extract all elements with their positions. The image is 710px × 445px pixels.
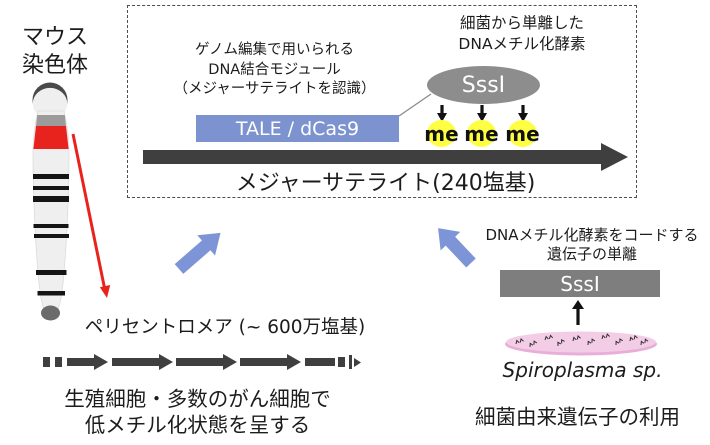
gene-isolation-line1: DNAメチル化酵素をコードする [485,226,699,244]
binding-module-line1: ゲノム編集で用いられる [194,42,355,58]
gene-up-arrow [572,300,584,325]
bacterial-enzyme-note: 細菌から単離した DNAメチル化酵素 [432,13,612,55]
centromere-band [36,115,66,126]
chromosome-tip-cap [41,305,60,321]
main-construct-box [127,5,637,198]
mouse-chromosome-ideogram [32,82,70,321]
pericentromere-label: ペリセントロメア (~ 600万塩基) [84,317,366,338]
gene-isolation-line2: 遺伝子の単離 [546,244,637,263]
binding-module-note: ゲノム編集で用いられる DNA結合モジュール （メジャーサテライトを認識） [167,41,382,100]
tale-dcas9-box: TALE / dCas9 [196,115,399,142]
blue-arrow-left [174,232,221,274]
methyl-mark-2: me [464,120,499,147]
spiroplasma-ellipse [505,331,657,356]
pericentromere-red-band [33,126,69,149]
repeat-unit-row [43,354,361,370]
chromosome-title: マウス 染色体 [7,24,103,80]
chromosome-title-line2: 染色体 [21,53,88,78]
tale-dcas9-label: TALE / dCas9 [235,117,360,140]
sssi-enzyme-label: SssI [461,72,506,98]
bacterial-enzyme-line2: DNAメチル化酵素 [458,35,586,53]
binding-module-line3: （メジャーサテライトを認識） [173,81,376,97]
sssi-connector-line [398,93,432,117]
chromosome-title-line1: マウス [21,25,88,50]
hypomethylation-caption-line1: 生殖細胞・多数のがん細胞で [64,387,331,411]
methyl-mark-1-label: me [424,121,459,146]
red-pointer-arrow [71,133,111,298]
hypomethylation-caption: 生殖細胞・多数のがん細胞で 低メチル化状態を呈する [25,386,370,438]
bacterial-enzyme-line1: 細菌から単離した [459,14,584,32]
methylation-down-arrows [437,105,528,122]
bacterial-gene-caption: 細菌由来遺伝子の利用 [475,405,680,429]
binding-module-line2: DNA結合モジュール [208,61,341,78]
major-satellite-label: メジャーサテライト(240塩基) [235,171,536,196]
blue-arrow-right [438,228,476,268]
sssi-gene-label: SssI [560,271,600,296]
methyl-mark-2-label: me [464,121,499,146]
methyl-mark-3-label: me [505,121,540,146]
gene-isolation-note: DNAメチル化酵素をコードする 遺伝子の単離 [472,226,710,263]
hypomethylation-caption-line2: 低メチル化状態を呈する [84,413,311,437]
spiroplasma-cells [515,333,649,348]
species-label: Spiroplasma sp. [502,358,663,382]
chromosome-bands [33,174,69,296]
sssi-gene-box: SssI [500,270,660,297]
sssi-enzyme-ellipse: SssI [427,66,540,104]
methyl-mark-1: me [424,120,459,147]
major-satellite-arrow [143,143,628,171]
methyl-mark-3: me [505,120,540,147]
